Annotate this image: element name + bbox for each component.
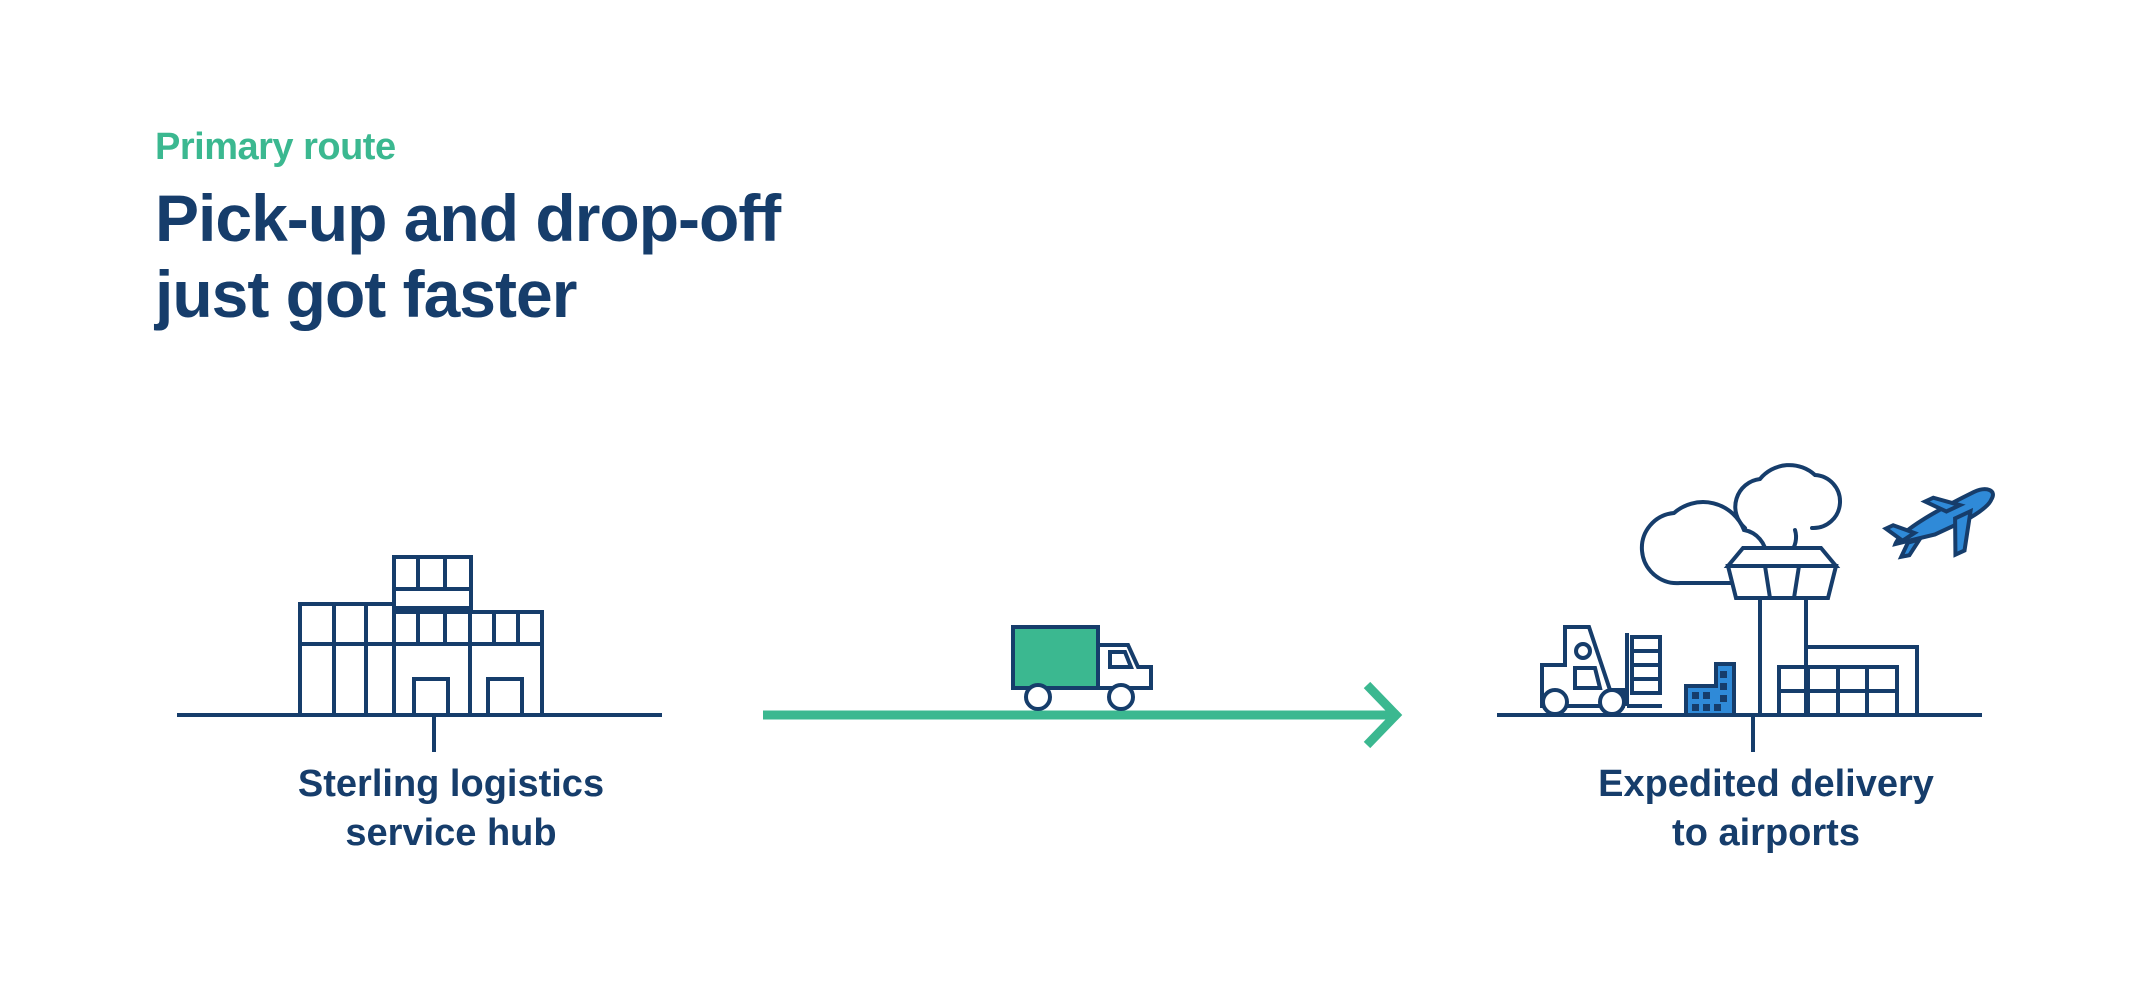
destination-label: Expedited delivery to airports	[1516, 760, 2016, 858]
cargo-crates-icon	[1684, 662, 1736, 717]
origin-label-line-1: Sterling logistics	[297, 763, 605, 805]
eyebrow-label: Primary route	[155, 126, 396, 168]
origin-label: Sterling logistics service hub	[201, 760, 701, 858]
airplane-icon	[1881, 487, 1995, 560]
arrow-right-icon	[763, 681, 1403, 749]
control-tower-icon	[1723, 546, 1841, 715]
origin-label-line-2: service hub	[345, 812, 557, 854]
page-title-line-1: Pick-up and drop-off	[155, 181, 781, 255]
cloud-icon	[1639, 463, 1842, 586]
destination-label-line-1: Expedited delivery	[1598, 763, 1934, 805]
hangar-icon	[1777, 645, 1919, 717]
page-title-line-2: just got faster	[155, 257, 577, 331]
destination-label-line-2: to airports	[1672, 812, 1860, 854]
delivery-truck-icon	[1011, 625, 1153, 711]
warehouse-building-icon	[298, 555, 544, 717]
forklift-icon	[1540, 625, 1662, 716]
page-title: Pick-up and drop-off just got faster	[155, 180, 781, 332]
